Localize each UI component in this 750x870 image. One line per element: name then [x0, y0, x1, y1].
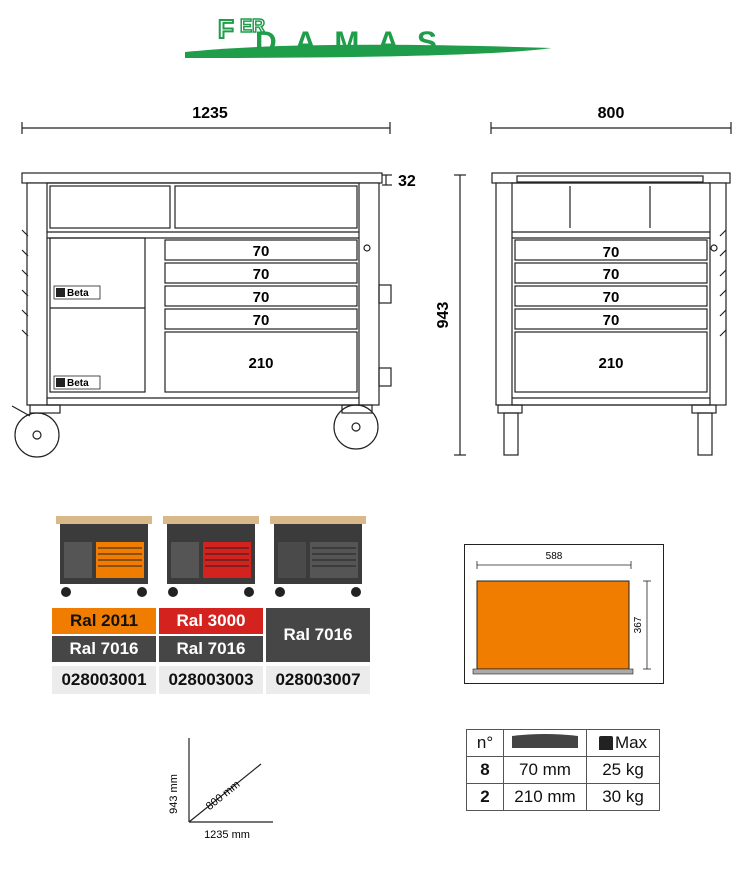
logo-prefix: F — [218, 14, 234, 44]
drawer-icon — [512, 733, 578, 748]
product-code: 028003003 — [159, 666, 263, 694]
cabinet-orange-image — [56, 516, 152, 597]
svg-text:Beta: Beta — [67, 288, 89, 299]
front-drawer-label: 70 — [253, 243, 270, 260]
row-max: 25 kg — [586, 756, 660, 784]
header-drawer-height — [503, 729, 587, 757]
side-drawer-label: 210 — [598, 355, 623, 372]
front-drawer-label: 70 — [253, 289, 270, 306]
logo-main-text: DAMAS — [255, 26, 455, 59]
cabinet-grey-image — [270, 516, 366, 597]
row-count: 2 — [466, 783, 504, 811]
row-height: 210 mm — [503, 783, 587, 811]
front-width-label: 1235 — [192, 105, 228, 122]
drawer-diagram: 588 367 — [472, 551, 651, 675]
ral-7016-cell: Ral 7016 — [266, 608, 370, 662]
ral-7016-cell: Ral 7016 — [52, 636, 156, 662]
drawer-dimension-box: 588 367 — [464, 544, 664, 684]
beta-badge: Beta — [53, 375, 101, 390]
header-max-weight: Max — [586, 729, 660, 757]
logo-top-text: ER — [240, 16, 265, 36]
front-drawer-label: 210 — [248, 355, 273, 372]
side-drawer-label: 70 — [603, 289, 620, 306]
height-label: 943 — [435, 302, 452, 329]
header-max-label: Max — [614, 733, 648, 752]
svg-text:Beta: Beta — [67, 378, 89, 389]
table-row: 8 70 mm 25 kg — [466, 756, 660, 784]
color-variants: Ral 2011 Ral 7016 028003001 Ral 3000 Ral… — [52, 512, 370, 704]
top-thickness-label: 32 — [398, 173, 416, 190]
product-code: 028003007 — [266, 666, 370, 694]
front-drawer-label: 70 — [253, 266, 270, 283]
overall-dimensions-diagram: 943 mm 800 mm 1235 mm — [168, 738, 273, 841]
ral-2011-cell: Ral 2011 — [52, 608, 156, 634]
ferdamas-logo: F ER DAMAS — [185, 13, 552, 59]
overall-height-label: 943 mm — [168, 774, 180, 814]
cabinet-red-image — [163, 516, 259, 597]
drawer-depth-label: 367 — [633, 616, 644, 633]
ral-3000-cell: Ral 3000 — [159, 608, 263, 634]
drawer-spec-table: n° Max 8 70 mm 25 kg 2 210 mm 30 kg — [466, 729, 660, 811]
overall-width-label: 1235 mm — [204, 829, 250, 841]
table-header-row: n° Max — [466, 729, 660, 757]
header-count: n° — [466, 729, 504, 757]
row-height: 70 mm — [503, 756, 587, 784]
side-drawer-label: 70 — [603, 244, 620, 261]
row-count: 8 — [466, 756, 504, 784]
table-row: 2 210 mm 30 kg — [466, 783, 660, 811]
row-max: 30 kg — [586, 783, 660, 811]
ral-7016-cell: Ral 7016 — [159, 636, 263, 662]
product-code: 028003001 — [52, 666, 156, 694]
front-drawer-label: 70 — [253, 312, 270, 329]
beta-badge: Beta — [53, 285, 101, 300]
side-drawer-label: 70 — [603, 266, 620, 283]
side-drawer-label: 70 — [603, 312, 620, 329]
weight-icon — [598, 736, 613, 750]
side-depth-label: 800 — [598, 105, 625, 122]
technical-drawing: 1235 800 32 943 70 70 70 70 210 70 70 70… — [11, 105, 732, 458]
drawer-width-label: 588 — [546, 551, 563, 562]
overall-depth-label: 800 mm — [204, 778, 242, 812]
